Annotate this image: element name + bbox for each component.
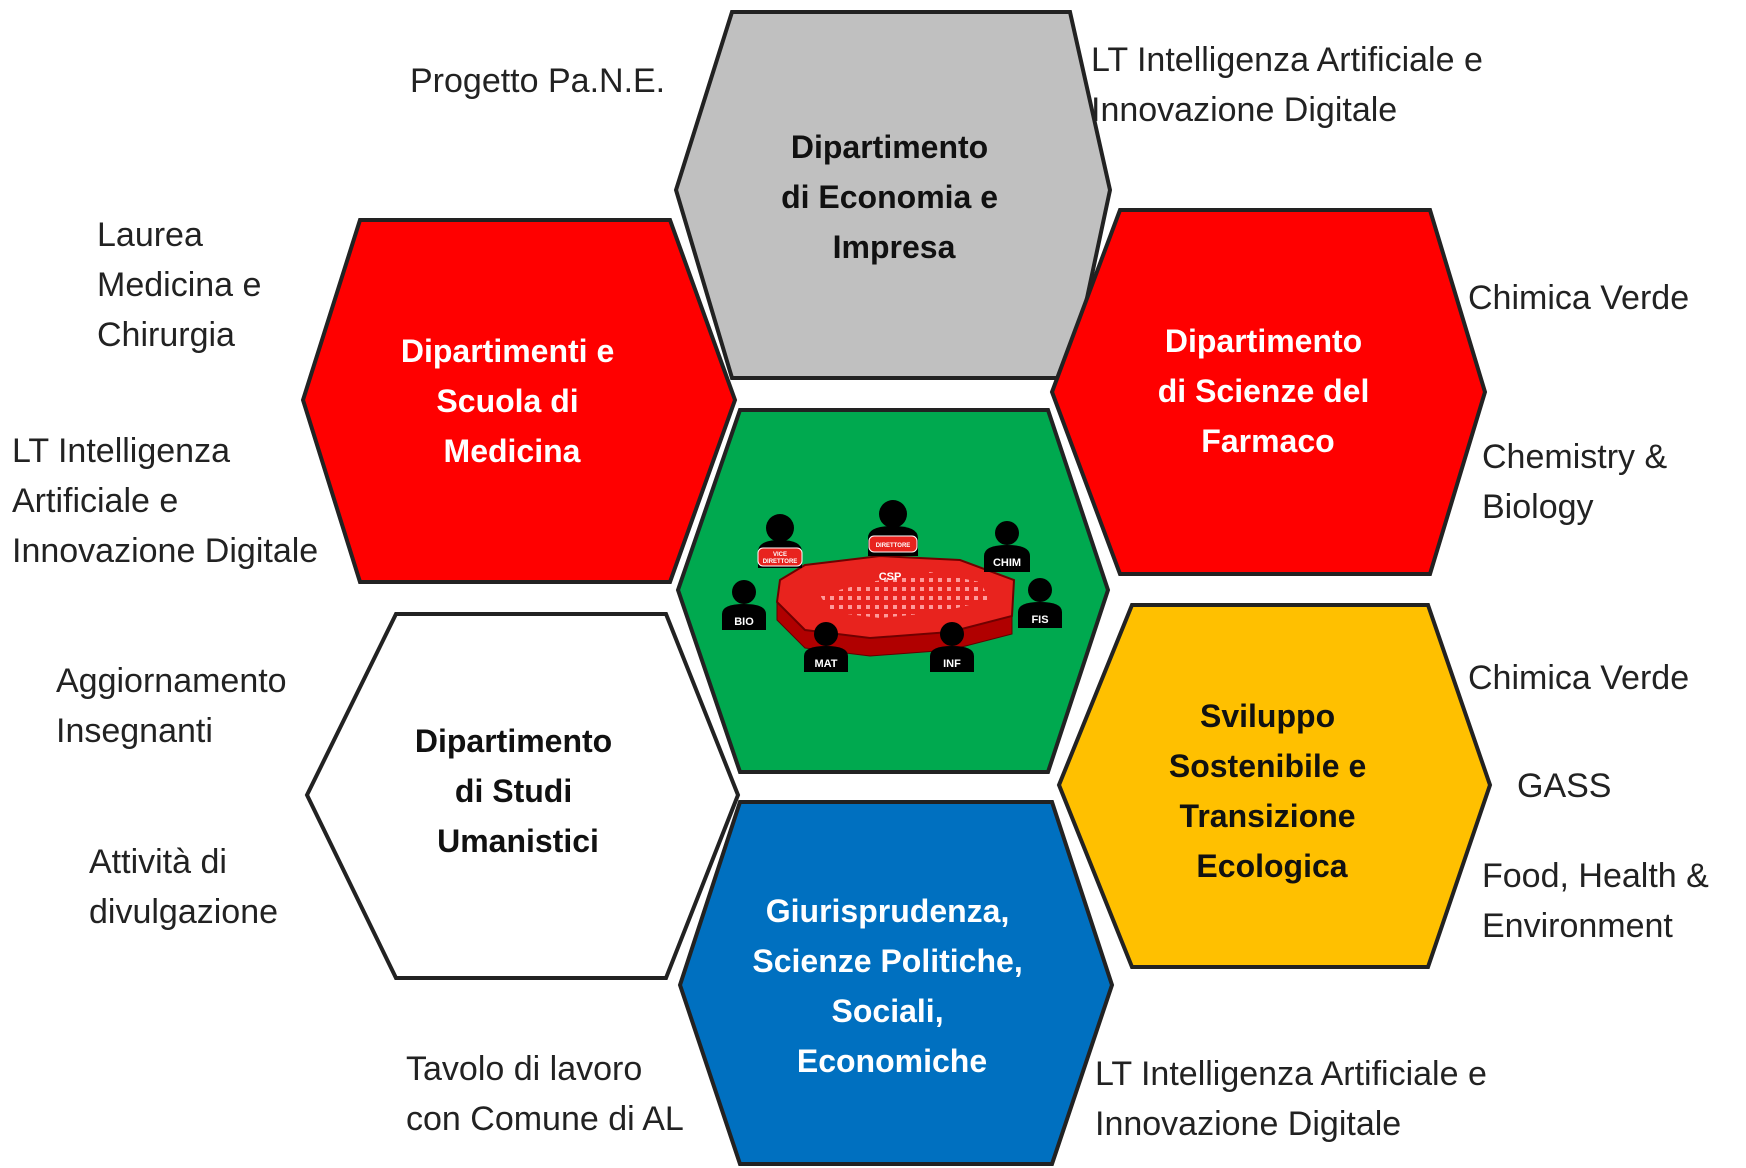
hex-medicina-title: Dipartimenti e Scuola di Medicina xyxy=(401,333,623,469)
text-tavolo: Tavolo di lavoro con Comune di AL xyxy=(406,1050,684,1138)
seat-chim: CHIM xyxy=(984,521,1030,572)
hex-medicina-shape xyxy=(300,218,738,584)
text-progetto-pane: Progetto Pa.N.E. xyxy=(410,62,665,100)
csp-table-map xyxy=(820,572,990,618)
hex-farmaco: Dipartimento di Scienze del Farmaco xyxy=(1049,208,1488,576)
seat-label-chim: CHIM xyxy=(993,557,1021,569)
seat-label-mat: MAT xyxy=(814,658,837,670)
text-lt-top-right: LT Intelligenza Artificiale e Innovazion… xyxy=(1091,41,1492,129)
hex-umanistici-title: Dipartimento di Studi Umanistici xyxy=(415,723,621,859)
text-laurea-medicina: Laurea Medicina e Chirurgia xyxy=(97,216,271,354)
person-icon xyxy=(940,622,964,646)
hex-sviluppo-shape xyxy=(1056,603,1493,969)
text-gass: GASS xyxy=(1517,767,1611,805)
hex-farmaco-title: Dipartimento di Scienze del Farmaco xyxy=(1158,323,1379,459)
hex-economia-title: Dipartimento di Economia e Impresa xyxy=(781,129,1007,265)
text-lt-bottom-right: LT Intelligenza Artificiale e Innovazion… xyxy=(1095,1055,1496,1143)
person-icon xyxy=(879,500,907,528)
hex-economia: Dipartimento di Economia e Impresa xyxy=(673,10,1113,380)
hex-umanistici-shape xyxy=(304,612,741,980)
hex-giurisprudenza-shape xyxy=(677,800,1115,1166)
text-chimica-verde-2: Chimica Verde xyxy=(1468,659,1689,697)
text-aggiornamento: Aggiornamento Insegnanti xyxy=(56,662,296,750)
person-icon xyxy=(1028,578,1052,602)
seat-direttore: DIRETTORE xyxy=(868,500,918,556)
csp-table-label: CSP xyxy=(879,571,902,583)
person-icon xyxy=(995,521,1019,545)
text-chimica-verde-1: Chimica Verde xyxy=(1468,279,1689,317)
text-attivita: Attività di divulgazione xyxy=(89,843,278,931)
hex-umanistici: Dipartimento di Studi Umanistici xyxy=(304,612,741,980)
text-lt-left: LT Intelligenza Artificiale e Innovazion… xyxy=(12,432,318,570)
seat-vice-direttore: VICE DIRETTORE xyxy=(757,514,803,568)
person-icon xyxy=(732,580,756,604)
text-food-health: Food, Health & Environment xyxy=(1482,857,1718,945)
person-icon xyxy=(766,514,794,542)
csp-table-illustration: CSP VICE DIRETTORE DIRETTORE CHIM BIO xyxy=(722,500,1062,672)
person-icon xyxy=(814,622,838,646)
seat-label-vice: VICE xyxy=(773,552,787,558)
seat-mat: MAT xyxy=(804,622,848,672)
hex-giurisprudenza: Giurisprudenza, Scienze Politiche, Socia… xyxy=(677,800,1115,1166)
seat-label-fis: FIS xyxy=(1031,614,1048,626)
seat-inf: INF xyxy=(930,622,974,672)
seat-label-direttore: DIRETTORE xyxy=(876,543,911,549)
text-chemistry-biology: Chemistry & Biology xyxy=(1482,438,1677,526)
seat-label-direttore-2: DIRETTORE xyxy=(763,559,798,565)
hex-sviluppo: Sviluppo Sostenibile e Transizione Ecolo… xyxy=(1056,603,1493,969)
seat-bio: BIO xyxy=(722,580,766,630)
seat-label-bio: BIO xyxy=(734,616,754,628)
seat-label-inf: INF xyxy=(943,658,961,670)
hex-giurisprudenza-title: Giurisprudenza, Scienze Politiche, Socia… xyxy=(752,893,1031,1079)
seat-fis: FIS xyxy=(1018,578,1062,628)
hex-farmaco-shape xyxy=(1049,208,1488,576)
hex-medicina: Dipartimenti e Scuola di Medicina xyxy=(300,218,738,584)
hex-sviluppo-title: Sviluppo Sostenibile e Transizione Ecolo… xyxy=(1169,698,1375,884)
